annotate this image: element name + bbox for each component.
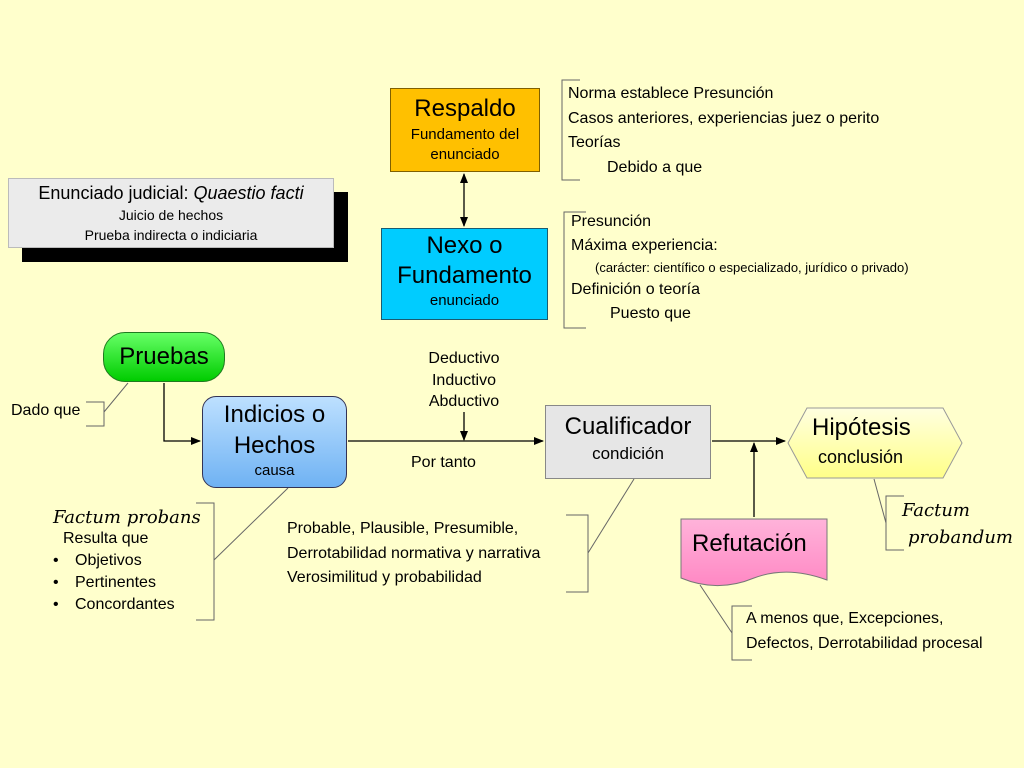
- factum-probandum: Factum probandum: [902, 497, 1013, 551]
- pruebas-box[interactable]: Pruebas: [103, 332, 225, 382]
- bullet-item: •Concordantes: [53, 596, 175, 613]
- factum-probans: Factum probans Resulta que •Objetivos •P…: [53, 507, 201, 616]
- hipotesis-title: Hipótesis: [812, 414, 911, 441]
- respaldo-note: Norma establece Presunción: [568, 85, 774, 102]
- bullet-item: •Pertinentes: [53, 574, 156, 591]
- nexo-note: (carácter: científico o especializado, j…: [595, 260, 909, 275]
- hipotesis-sub: conclusión: [818, 447, 904, 467]
- enunciado-title: Enunciado judicial: Quaestio facti: [38, 183, 304, 203]
- factum-probans-title: Factum probans: [53, 507, 201, 528]
- cualificador-sub: condición: [592, 444, 664, 463]
- refutacion-note: A menos que, Excepciones,: [746, 610, 944, 627]
- pruebas-indicios-arrow: [163, 383, 201, 445]
- nexo-note: Puesto que: [610, 305, 691, 322]
- nexo-note: Presunción: [571, 213, 652, 230]
- enunciado-line-2: Prueba indirecta o indiciaria: [84, 227, 258, 243]
- por-tanto-label: Por tanto: [411, 454, 476, 471]
- respaldo-title: Respaldo: [414, 95, 516, 122]
- refutacion-notes: A menos que, Excepciones, Defectos, Derr…: [746, 607, 983, 656]
- respaldo-sub-2: enunciado: [430, 146, 500, 163]
- nexo-box[interactable]: Nexo o Fundamento enunciado: [381, 228, 548, 320]
- indicios-box[interactable]: Indicios o Hechos causa: [202, 396, 347, 488]
- nexo-note: Definición o teoría: [571, 281, 700, 298]
- indicios-sub: causa: [254, 462, 295, 479]
- indicios-title-1: Indicios o: [223, 401, 326, 428]
- nexo-title-1: Nexo o: [426, 232, 503, 259]
- method-list: Deductivo Inductivo Abductivo: [420, 348, 508, 413]
- nexo-title-2: Fundamento: [397, 262, 532, 289]
- cualificador-note: Verosimilitud y probabilidad: [287, 569, 482, 586]
- enunciado-panel: Enunciado judicial: Quaestio facti Juici…: [8, 178, 334, 248]
- hipotesis-box[interactable]: [787, 407, 963, 479]
- cualificador-note: Derrotabilidad normativa y narrativa: [287, 544, 541, 562]
- respaldo-sub-1: Fundamento del: [410, 126, 520, 143]
- respaldo-box[interactable]: Respaldo Fundamento del enunciado: [390, 88, 540, 172]
- nexo-sub: enunciado: [429, 292, 500, 309]
- cualificador-box[interactable]: Cualificador condición: [545, 405, 711, 479]
- factum-probandum-2: probandum: [908, 527, 1013, 548]
- enunciado-line-1: Juicio de hechos: [118, 207, 224, 223]
- cualificador-note: Probable, Plausible, Presumible,: [287, 520, 519, 537]
- factum-probans-sub: Resulta que: [63, 530, 149, 547]
- method-item: Abductivo: [428, 393, 500, 410]
- factum-bullets: •Objetivos •Pertinentes •Concordantes: [53, 550, 201, 616]
- method-item: Deductivo: [428, 350, 500, 367]
- bullet-item: •Objetivos: [53, 552, 142, 569]
- factum-probandum-1: Factum: [902, 500, 970, 521]
- nexo-note: Máxima experiencia:: [571, 237, 718, 254]
- dado-que-label: Dado que: [11, 402, 81, 419]
- respaldo-notes: Norma establece Presunción Casos anterio…: [568, 82, 879, 180]
- respaldo-note: Teorías: [568, 134, 621, 151]
- cualificador-title: Cualificador: [564, 413, 692, 440]
- refutacion-box[interactable]: [680, 518, 828, 588]
- method-item: Inductivo: [431, 371, 497, 389]
- indicios-title-2: Hechos: [233, 432, 316, 459]
- refutacion-note: Defectos, Derrotabilidad procesal: [746, 634, 983, 652]
- refutacion-title: Refutación: [692, 530, 807, 557]
- respaldo-note: Casos anteriores, experiencias juez o pe…: [568, 109, 880, 127]
- cualificador-notes: Probable, Plausible, Presumible, Derrota…: [287, 517, 540, 591]
- nexo-notes: Presunción Máxima experiencia: (carácter…: [571, 210, 909, 326]
- respaldo-note: Debido a que: [607, 158, 703, 176]
